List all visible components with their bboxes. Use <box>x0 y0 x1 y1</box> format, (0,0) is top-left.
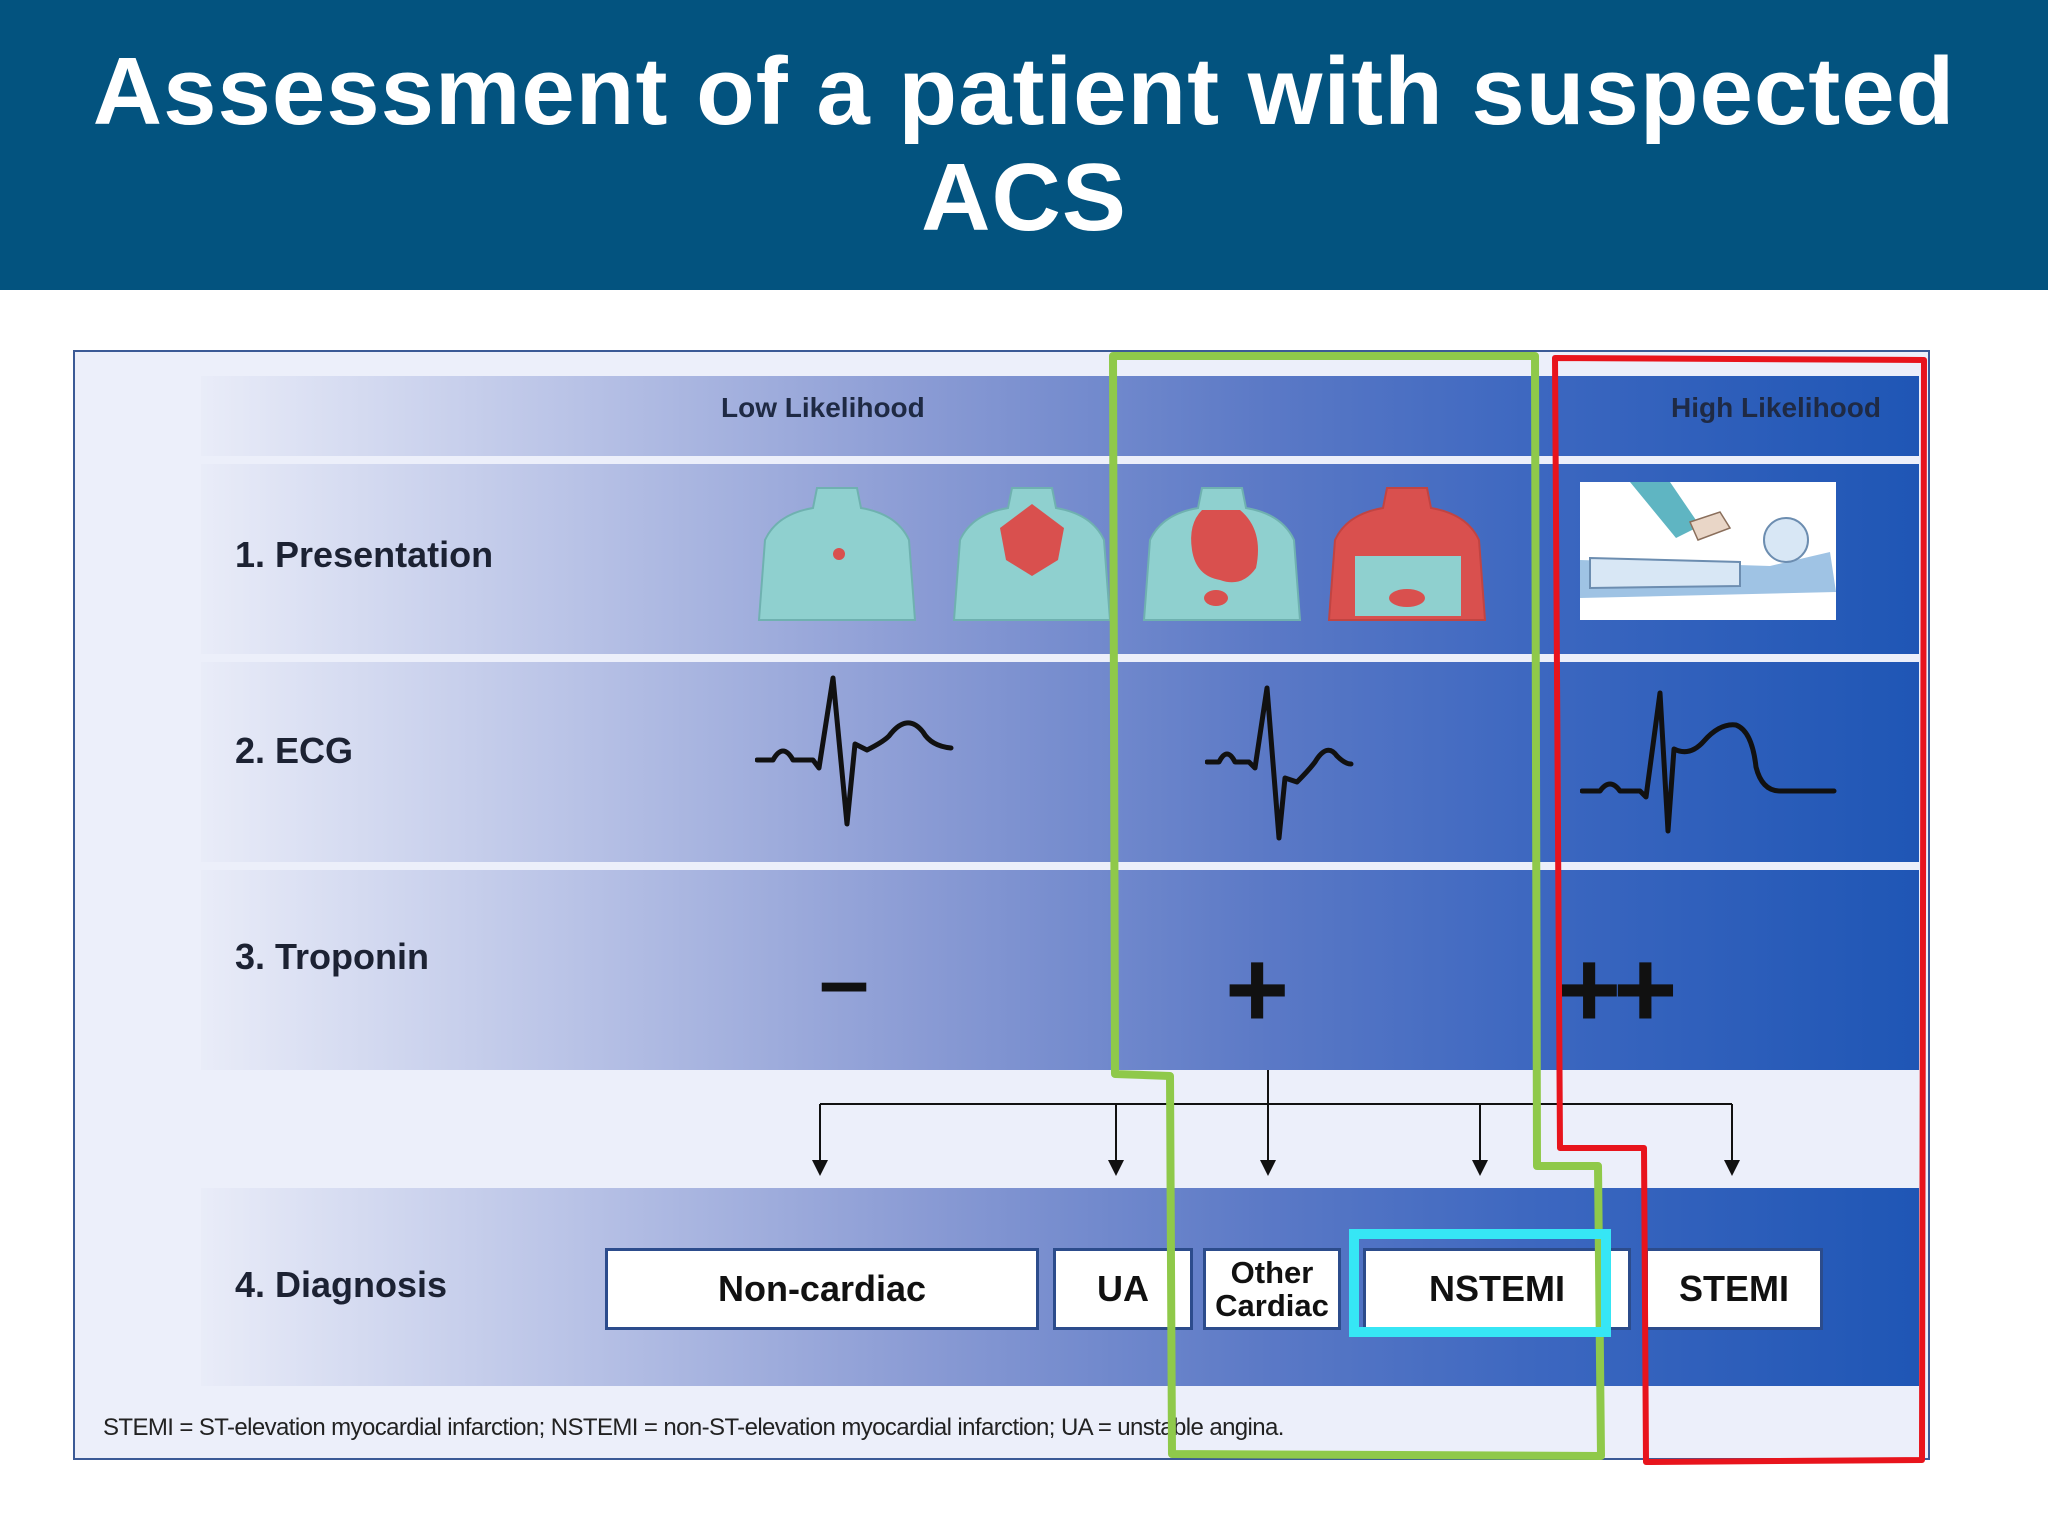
torso-radiating-pain-icon <box>1142 487 1302 621</box>
slide-title: Assessment of a patient with suspected A… <box>92 38 1956 251</box>
cyan-highlight-outline <box>1349 1229 1611 1337</box>
row-label-ecg: 2. ECG <box>235 730 354 771</box>
red-highlight-outline <box>1552 355 1927 1465</box>
troponin-negative: – <box>819 931 870 1031</box>
slide-header: Assessment of a patient with suspected A… <box>0 0 2048 290</box>
ecg-st-depression-trace-icon <box>1205 685 1354 841</box>
torso-widespread-pain-icon <box>1327 487 1487 621</box>
diagnosis-non-cardiac: Non-cardiac <box>605 1248 1039 1330</box>
diagnosis-branch-arrows <box>812 1070 1740 1176</box>
cpr-illustration-icon <box>1580 482 1836 620</box>
troponin-positive: + <box>1225 928 1290 1051</box>
ecg-normal-trace-icon <box>755 675 954 827</box>
torso-central-pain-icon <box>952 487 1112 621</box>
low-likelihood-label: Low Likelihood <box>721 392 925 423</box>
torso-point-pain-icon <box>757 487 917 621</box>
row-label-diagnosis: 4. Diagnosis <box>235 1264 448 1305</box>
figure-footnote: STEMI = ST-elevation myocardial infarcti… <box>103 1414 1284 1441</box>
acs-assessment-figure: Low Likelihood High Likelihood 1. Presen… <box>73 350 1930 1460</box>
troponin-band <box>201 870 1919 1070</box>
diagnosis-other-cardiac: Other Cardiac <box>1203 1248 1341 1330</box>
ecg-band <box>201 662 1919 862</box>
row-label-presentation: 1. Presentation <box>235 534 494 575</box>
ecg-st-elevation-trace-icon <box>1580 690 1837 834</box>
green-highlight-outline <box>1109 352 1605 1460</box>
high-likelihood-label: High Likelihood <box>1671 392 1881 423</box>
likelihood-band <box>201 376 1919 456</box>
diagnosis-other-cardiac-line1: Other <box>1230 1255 1314 1290</box>
row-label-troponin: 3. Troponin <box>235 936 429 977</box>
diagnosis-other-cardiac-line2: Cardiac <box>1215 1288 1329 1323</box>
troponin-strong-positive: ++ <box>1557 928 1678 1051</box>
